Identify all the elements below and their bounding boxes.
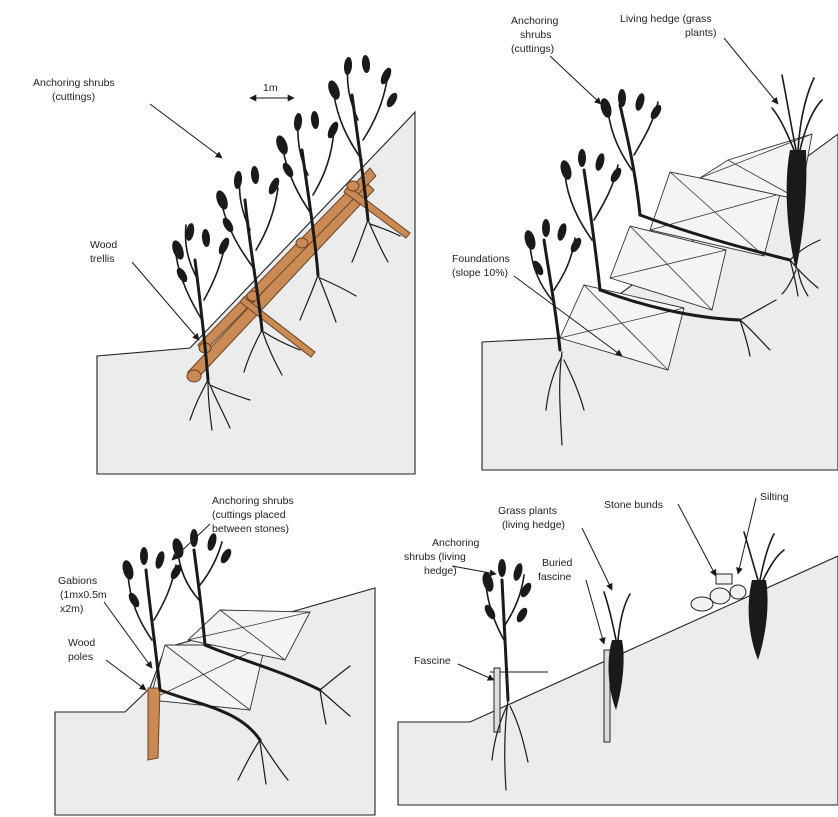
label-anchoring-shrubs-cuttings: Anchoring shrubs (cuttings) <box>511 15 601 104</box>
svg-text:Anchoring shrubs: Anchoring shrubs <box>212 495 294 507</box>
svg-text:Fascine: Fascine <box>414 655 451 667</box>
fascine-post <box>494 668 500 732</box>
svg-text:Anchoring: Anchoring <box>432 537 479 549</box>
svg-text:Buried: Buried <box>542 557 573 569</box>
label-anchoring-shrubs-cuttings: Anchoring shrubs (cuttings) <box>33 77 222 158</box>
svg-text:plants): plants) <box>685 27 717 39</box>
label-wood-poles: Wood poles <box>68 637 146 690</box>
label-buried-fascine: Buried fascine <box>538 557 604 644</box>
label-anchoring-shrubs-living-hedge: Anchoring shrubs (living hedge) <box>404 537 496 577</box>
label-stone-bunds: Stone bunds <box>604 499 716 576</box>
wood-pole <box>148 688 160 760</box>
svg-text:(cuttings): (cuttings) <box>511 43 554 55</box>
svg-text:(living hedge): (living hedge) <box>502 519 565 531</box>
svg-text:(1mx0.5m: (1mx0.5m <box>60 589 107 601</box>
svg-text:trellis: trellis <box>90 253 115 265</box>
svg-text:shrubs (living: shrubs (living <box>404 551 466 563</box>
panel-wood-trellis: 1m Anchoring shrubs (cuttings) Wood trel… <box>33 55 415 474</box>
svg-text:Wood: Wood <box>68 637 95 649</box>
svg-text:Wood: Wood <box>90 239 117 251</box>
svg-text:x2m): x2m) <box>60 603 83 615</box>
panel-foundations: Anchoring shrubs (cuttings) Living hedge… <box>452 13 838 470</box>
svg-text:(slope 10%): (slope 10%) <box>452 267 508 279</box>
svg-text:Living hedge (grass: Living hedge (grass <box>620 13 712 25</box>
label-living-hedge: Living hedge (grass plants) <box>620 13 778 104</box>
spacing-1m: 1m <box>250 82 294 98</box>
svg-text:Foundations: Foundations <box>452 253 510 265</box>
label-fascine: Fascine <box>414 655 494 680</box>
label-anchoring-shrubs-between-stones: Anchoring shrubs (cuttings placed betwee… <box>172 495 294 560</box>
svg-text:between stones): between stones) <box>212 523 289 535</box>
panel-gabions: Anchoring shrubs (cuttings placed betwee… <box>55 495 375 815</box>
svg-text:Gabions: Gabions <box>58 575 97 587</box>
svg-text:Silting: Silting <box>760 491 789 503</box>
svg-text:shrubs: shrubs <box>520 29 552 41</box>
svg-text:(cuttings placed: (cuttings placed <box>212 509 286 521</box>
svg-text:Grass plants: Grass plants <box>498 505 557 517</box>
label-1m: 1m <box>263 82 278 94</box>
svg-text:poles: poles <box>68 651 93 663</box>
svg-text:hedge): hedge) <box>424 565 457 577</box>
panel-fascine-hedge: Anchoring shrubs (living hedge) Grass pl… <box>398 491 838 805</box>
svg-text:Anchoring shrubs: Anchoring shrubs <box>33 77 115 89</box>
svg-text:fascine: fascine <box>538 571 571 583</box>
svg-text:Anchoring: Anchoring <box>511 15 558 27</box>
svg-text:Stone bunds: Stone bunds <box>604 499 663 511</box>
svg-text:(cuttings): (cuttings) <box>52 91 95 103</box>
